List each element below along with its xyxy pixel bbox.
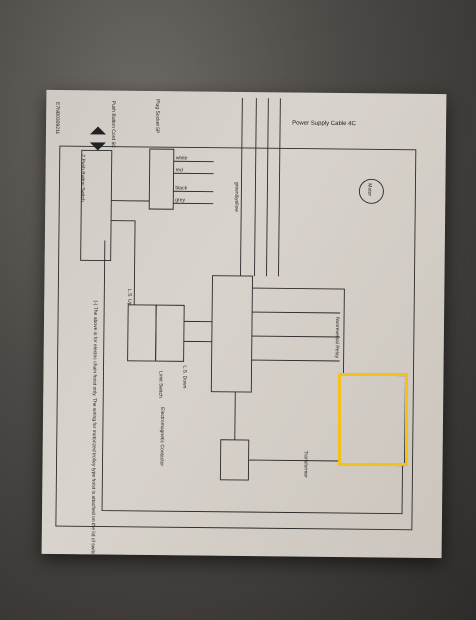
highlight-box [338, 373, 408, 466]
limit-switch-label: Limit Switch [157, 371, 163, 398]
transformer-symbol [219, 439, 250, 481]
push-button-pendant [80, 149, 113, 262]
document-code: E7NB0309211 [54, 102, 60, 134]
plug-socket [148, 148, 175, 210]
ls-up-label: L.S. Up [126, 289, 132, 306]
wire-red-label: red [176, 167, 184, 173]
motor-symbol [358, 178, 384, 204]
limit-switch-up [127, 304, 157, 362]
nonreversal-relay-label: Nonreversal Relay [334, 317, 340, 359]
wire-white-label: white [176, 155, 188, 161]
wire-grey-label: grey [175, 197, 185, 203]
push-button-cord-label: Push Button Cord 5C [110, 101, 116, 149]
electromagnetic-contactor-label: Electromagnetic Contactor [159, 407, 166, 466]
wire-black-label: black [175, 185, 187, 191]
down-arrow-icon [89, 142, 106, 151]
diagram-frame [55, 145, 417, 531]
wiring-diagram: E7NB0309211 Push Button Cord 5C 2 Push B… [54, 97, 417, 558]
green-yellow-label: green&yellow [233, 182, 239, 212]
limit-switch-down [155, 304, 185, 362]
power-supply-label: Power Supply Cable 4C [292, 120, 356, 127]
push-button-switch-label: 2 Push Button Switch [79, 154, 85, 202]
ls-down-label: L.S. Down [181, 365, 187, 388]
footnote: (-) The above is for electric chain hois… [89, 300, 98, 558]
wiring-diagram-sheet: E7NB0309211 Push Button Cord 5C 2 Push B… [41, 89, 447, 559]
up-arrow-icon [89, 126, 106, 135]
motor-label: Motor [366, 183, 372, 196]
plug-socket-label: Plug Socket 5P [154, 99, 160, 134]
terminal-block [210, 275, 253, 393]
transformer-label: Transformer [302, 451, 308, 478]
